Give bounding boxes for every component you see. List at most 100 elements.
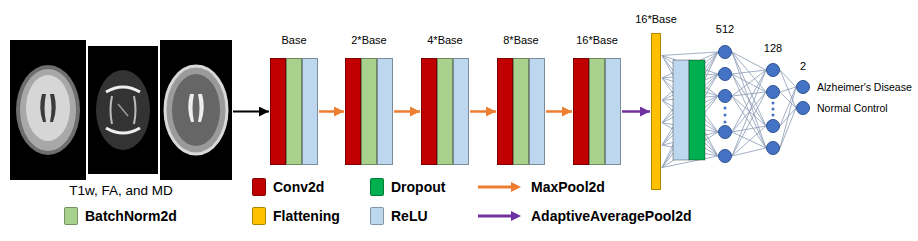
layer-bar [589, 58, 605, 165]
channel-label: 2*Base [351, 33, 386, 47]
ellipsis-dot [723, 107, 726, 110]
fiber-tract [106, 128, 140, 133]
unit-count: 2 [790, 59, 816, 73]
channel-label: 16*Base [576, 33, 618, 47]
layer-bar [529, 58, 545, 165]
fa-slice [88, 46, 158, 174]
legend-item: Flattening [252, 206, 340, 226]
t1w-slice [10, 40, 86, 180]
layer-bar [605, 58, 621, 165]
conv-block: 16*Base [573, 33, 621, 165]
conv-block: 2*Base [345, 33, 393, 165]
maxpool-arrow [319, 110, 344, 113]
flatten-layer: 16*Base [633, 12, 679, 190]
legend-item: BatchNorm2d [64, 206, 177, 226]
white-matter [26, 75, 70, 141]
layer-stack [421, 58, 469, 165]
ventricle [50, 94, 56, 122]
ellipsis-dot [771, 114, 774, 117]
dense-layer: 512 [714, 22, 736, 166]
legend-label: Flattening [273, 208, 340, 224]
slice-background [88, 46, 158, 174]
fiber-tract [111, 96, 113, 124]
neuron-column [790, 101, 816, 115]
layer-bar [361, 58, 377, 165]
channel-label: 8*Base [503, 33, 538, 47]
layer-stack [497, 58, 545, 165]
slice-background [10, 40, 86, 180]
mri-input: T1w, FA, and MD [10, 40, 232, 199]
channel-label: 4*Base [427, 33, 462, 47]
neuron [718, 68, 731, 81]
class-label: Normal Control [816, 101, 888, 115]
layer-bar [421, 58, 437, 165]
legend-swatch [252, 207, 266, 225]
conv-block: 8*Base [497, 33, 545, 165]
brain-outline [16, 65, 80, 155]
legend-label: MaxPool2d [531, 179, 605, 195]
neuron-column [790, 80, 816, 94]
layer-bar [302, 58, 318, 165]
channel-label: Base [281, 33, 306, 47]
neuron [718, 46, 731, 59]
arrow-head [511, 182, 521, 192]
neuron-column [715, 40, 735, 166]
legend-label: AdaptiveAveragePool2d [531, 208, 692, 224]
class-label: Alzheimer's Disease [816, 80, 912, 94]
legend-swatch [252, 178, 266, 196]
layer-bar [270, 58, 286, 165]
arrow-shaft [478, 186, 512, 189]
dense-connections [780, 70, 796, 148]
layer-bar [345, 58, 361, 165]
ventricle [40, 94, 46, 122]
fiber-tract [118, 104, 128, 116]
brain-outline [96, 70, 150, 150]
image-frame [10, 40, 232, 180]
unit-count: 512 [716, 22, 734, 36]
md-slice [160, 40, 232, 180]
neuron [718, 90, 731, 103]
neuron-column [763, 57, 783, 157]
legend-swatch [370, 207, 384, 225]
dropout-block [689, 60, 705, 160]
legend-item: Conv2d [252, 177, 324, 197]
legend-swatch [370, 178, 384, 196]
arrow-shaft [478, 215, 512, 218]
brain-outline [165, 66, 227, 154]
maxpool-arrow [546, 110, 572, 113]
legend-arrow [478, 210, 522, 222]
avgpool-arrow [622, 110, 650, 113]
grey-matter [20, 69, 76, 151]
unit-count: 128 [764, 41, 782, 55]
channel-label: 16*Base [635, 12, 677, 26]
legend-label: Dropout [391, 179, 445, 195]
legend-arrow [478, 181, 522, 193]
neuron [797, 81, 810, 94]
conv-block: 4*Base [421, 33, 469, 165]
conv-block: Base [270, 33, 318, 165]
ellipsis-dot [723, 121, 726, 124]
dense-layer: 128 [762, 41, 784, 157]
flatten-bar [651, 33, 661, 190]
layer-bar [437, 58, 453, 165]
neuron [766, 120, 779, 133]
layer-bar [377, 58, 393, 165]
legend-label: Conv2d [273, 179, 324, 195]
neuron [797, 102, 810, 115]
dense-connections [662, 52, 718, 168]
output-layer: 2Alzheimer's DiseaseNormal Control [790, 59, 912, 118]
dense-connections [732, 52, 766, 156]
arrow-head [511, 211, 521, 221]
output-neuron: Alzheimer's Disease [790, 80, 912, 94]
ellipsis-dot [771, 108, 774, 111]
slice-background [160, 40, 232, 180]
layer-bar [453, 58, 469, 165]
ellipsis-dot [723, 114, 726, 117]
legend-label: ReLU [391, 208, 428, 224]
dense-connections [780, 70, 796, 148]
brain-tissue [172, 74, 220, 146]
neuron [766, 86, 779, 99]
input-caption: T1w, FA, and MD [69, 183, 173, 199]
legend-item: Dropout [370, 177, 445, 197]
